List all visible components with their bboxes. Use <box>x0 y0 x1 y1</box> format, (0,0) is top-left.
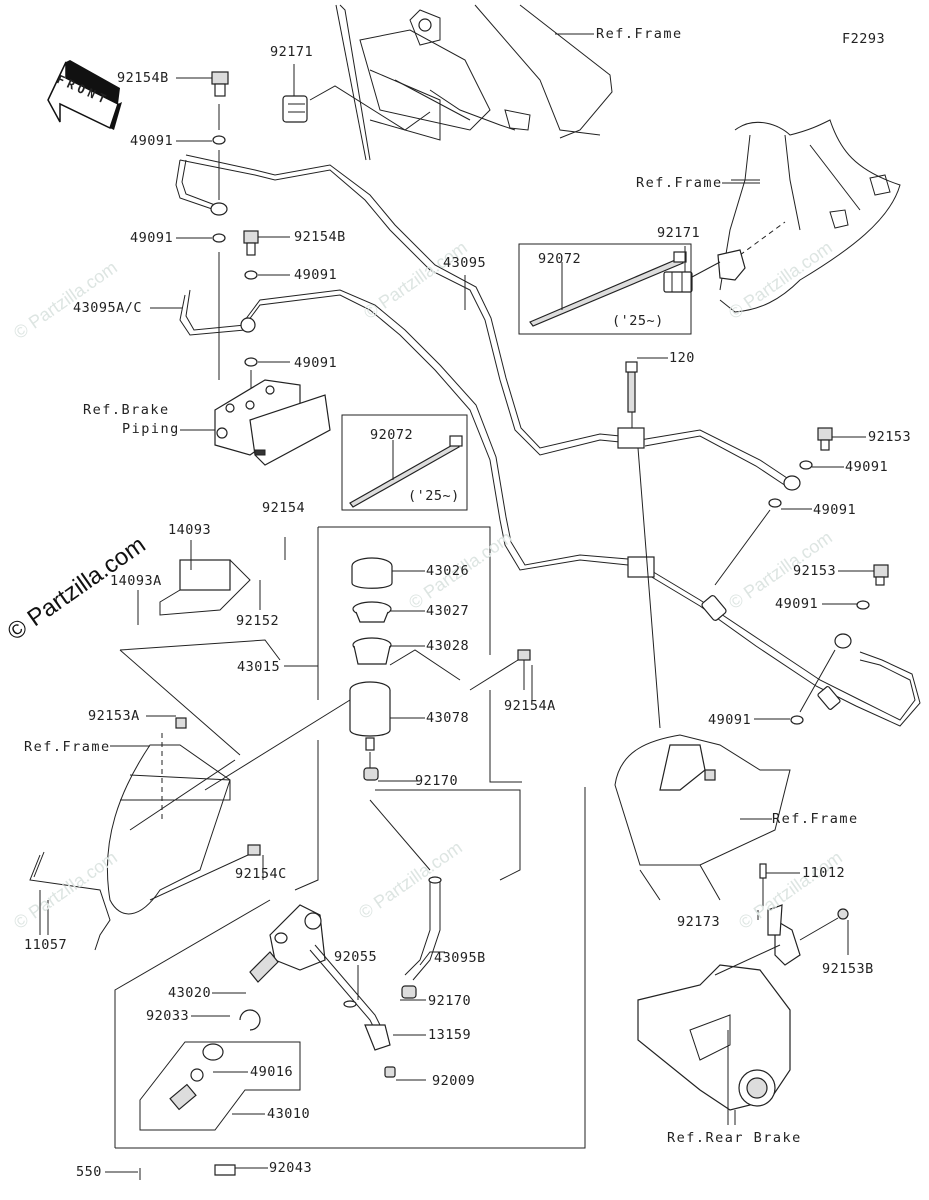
figure-id: F2293 <box>842 31 886 47</box>
cable-tie-box-right <box>518 243 692 335</box>
frame-left-outline <box>29 559 281 951</box>
ref-frame-left: Ref.Frame <box>24 739 111 755</box>
part-label[interactable]: 92171 <box>270 44 314 60</box>
front-arrow-icon <box>47 60 122 130</box>
part-label[interactable]: 92043 <box>269 1160 313 1176</box>
part-label[interactable]: 92170 <box>428 993 472 1009</box>
part-label[interactable]: ('25~) <box>612 313 664 329</box>
part-label[interactable]: ('25~) <box>408 488 460 504</box>
part-label[interactable]: 49091 <box>775 596 819 612</box>
frame-top-outline <box>335 4 613 161</box>
clip-92171-left <box>282 85 431 131</box>
part-label[interactable]: 92153 <box>793 563 837 579</box>
part-label[interactable]: 43095 <box>443 255 487 271</box>
part-label[interactable]: 92173 <box>677 914 721 930</box>
brake-hose-lines <box>175 154 921 727</box>
ref-rear-brake: Ref.Rear Brake <box>667 1130 802 1146</box>
part-label[interactable]: 92154A <box>504 698 556 714</box>
part-label[interactable]: 92152 <box>236 613 280 629</box>
part-label[interactable]: 92170 <box>415 773 459 789</box>
part-label[interactable]: 43078 <box>426 710 470 726</box>
part-label[interactable]: 49091 <box>130 133 174 149</box>
part-label[interactable]: 11012 <box>802 865 846 881</box>
part-label[interactable]: 49091 <box>845 459 889 475</box>
part-label[interactable]: 43095B <box>434 950 486 966</box>
reservoir-group <box>294 526 522 891</box>
part-label[interactable]: 49091 <box>813 502 857 518</box>
part-label[interactable]: 92154B <box>294 229 346 245</box>
part-label[interactable]: 92154B <box>117 70 169 86</box>
part-label[interactable]: 49091 <box>708 712 752 728</box>
part-label[interactable]: 11057 <box>24 937 68 953</box>
ref-brake-piping-line1: Ref.Brake <box>83 402 170 418</box>
part-label[interactable]: 14093 <box>168 522 212 538</box>
part-label[interactable]: 120 <box>669 350 695 366</box>
bolt-92154A <box>204 649 531 791</box>
part-label[interactable]: 43028 <box>426 638 470 654</box>
part-label[interactable]: 43020 <box>168 985 212 1001</box>
fittings-right <box>714 427 889 725</box>
part-label[interactable]: 92154C <box>235 866 287 882</box>
part-label[interactable]: 92072 <box>538 251 582 267</box>
kit-43010-bracket <box>114 787 586 1149</box>
part-label[interactable]: 92153B <box>822 961 874 977</box>
clip-92171-right <box>663 261 721 293</box>
junction-blocks <box>617 361 661 729</box>
part-label[interactable]: 92072 <box>370 427 414 443</box>
part-label[interactable]: 49091 <box>130 230 174 246</box>
part-label[interactable]: 49091 <box>294 267 338 283</box>
frame-right-outline <box>717 119 901 313</box>
part-label[interactable]: 92153 <box>868 429 912 445</box>
cable-tie-box-left <box>341 414 468 511</box>
part-label[interactable]: 14093A <box>110 573 162 589</box>
ref-frame-right: Ref.Frame <box>636 175 723 191</box>
part-label[interactable]: 43095A/C <box>73 300 143 316</box>
master-cylinder <box>139 904 396 1180</box>
frame-lower-right-outline <box>614 734 791 901</box>
part-label[interactable]: 43026 <box>426 563 470 579</box>
part-label[interactable]: 550 <box>76 1164 102 1180</box>
part-label[interactable]: 49016 <box>250 1064 294 1080</box>
part-label[interactable]: 92055 <box>334 949 378 965</box>
part-label[interactable]: 92171 <box>657 225 701 241</box>
part-label[interactable]: 43027 <box>426 603 470 619</box>
part-label[interactable]: 92009 <box>432 1073 476 1089</box>
part-label[interactable]: 92033 <box>146 1008 190 1024</box>
part-label[interactable]: 43010 <box>267 1106 311 1122</box>
rear-brake-bracket <box>637 863 849 1125</box>
part-label[interactable]: 92154 <box>262 500 306 516</box>
part-label[interactable]: 92153A <box>88 708 140 724</box>
part-label[interactable]: 49091 <box>294 355 338 371</box>
fittings-left <box>210 71 259 400</box>
part-label[interactable]: 13159 <box>428 1027 472 1043</box>
part-label[interactable]: 43015 <box>237 659 281 675</box>
leader-lines <box>47 33 874 1173</box>
hose-43095B <box>369 789 521 999</box>
ref-frame-lower-right: Ref.Frame <box>772 811 859 827</box>
ref-frame-top: Ref.Frame <box>596 26 683 42</box>
abs-unit <box>214 379 331 466</box>
ref-brake-piping-line2: Piping <box>122 421 180 437</box>
